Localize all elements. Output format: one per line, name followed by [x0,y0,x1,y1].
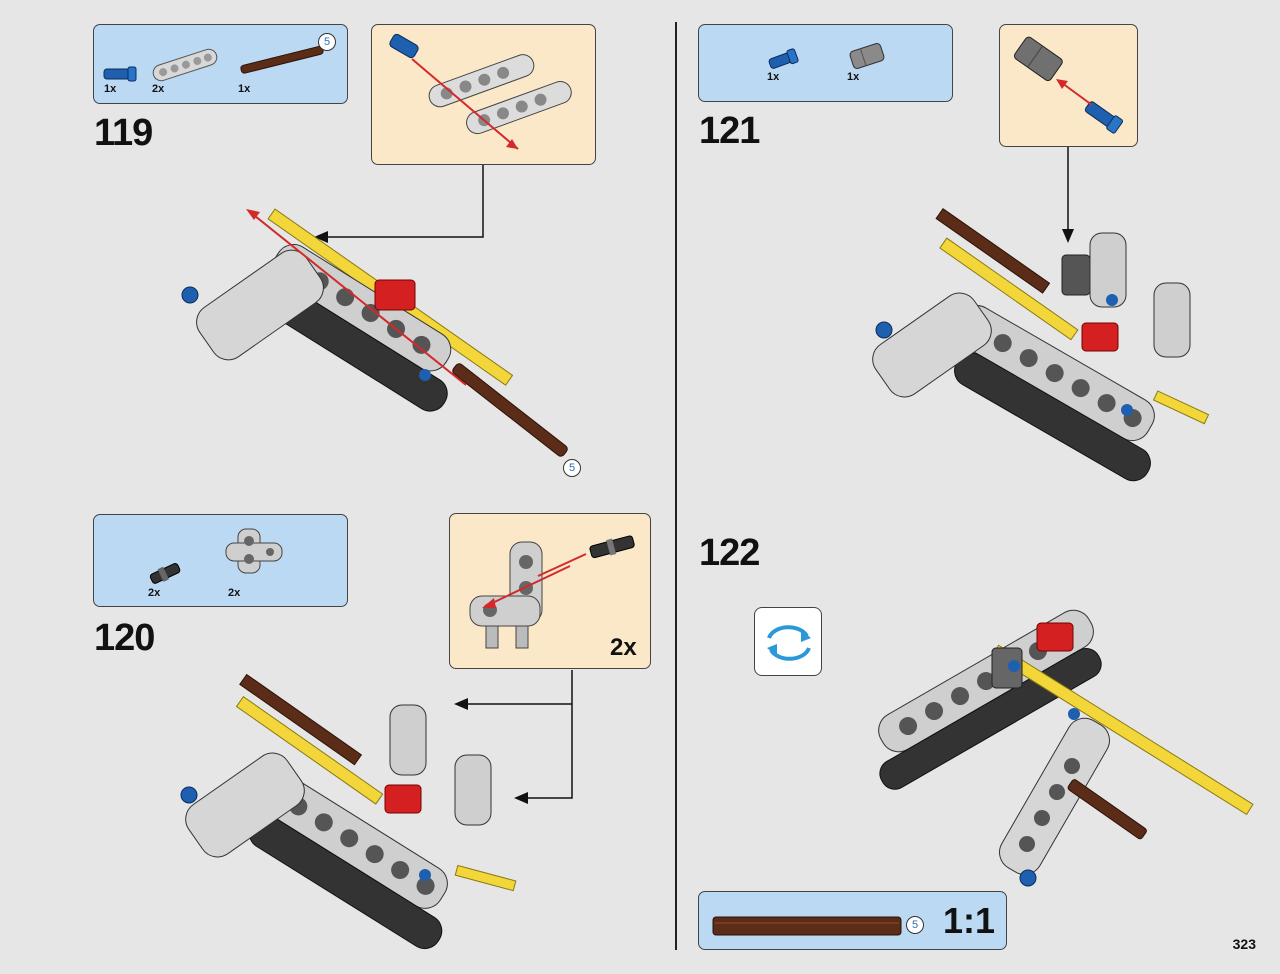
callout-leader-line-121 [1062,147,1074,243]
axle-length-badge: 5 [318,33,336,51]
part-qty: 2x [152,83,165,95]
column-divider [675,22,677,950]
black-connector-icon [149,563,181,584]
callout-assembly-illustration [1013,36,1124,134]
step-number: 121 [699,110,760,152]
step-number: 122 [699,532,760,574]
callout-box-120: 2x [449,513,651,669]
axle-length-badge: 5 [563,459,581,477]
axle-length-badge: 5 [906,916,924,934]
parts-box-120: 2x 2x [93,514,348,607]
multiplier-label: 2x [610,634,637,661]
step-number: 119 [94,112,153,154]
scale-label: 1:1 [943,900,996,941]
assembly-illustration-119 [181,208,568,457]
part-qty: 2x [148,587,161,599]
callout-leader-line-120 [454,670,573,804]
brown-axle-icon [240,45,324,74]
brown-axle-scale-icon [712,916,902,936]
assembly-illustration-121 [872,207,1210,482]
part-qty: 1x [238,83,251,95]
part-qty: 1x [767,71,780,83]
step-number: 120 [94,617,155,659]
dark-grey-connector-icon [849,43,885,69]
blue-pin-icon [768,48,799,69]
callout-leader-line-119 [314,165,484,243]
parts-box-119: 5 1x 2x 1x [93,24,348,104]
assembly-illustration-120 [180,673,517,950]
rotate-model-icon [754,607,822,676]
callout-assembly-illustration [469,535,635,649]
grey-beam-icon [152,48,218,82]
callout-assembly-illustration [389,33,572,150]
assembly-illustration-122 [878,609,1254,887]
blue-pin-icon [103,66,137,82]
grey-angle-connector-icon [225,528,283,574]
callout-box-121 [999,24,1138,147]
page-number: 323 [1232,936,1256,952]
part-qty: 1x [847,71,860,83]
parts-box-121: 1x 1x [698,24,953,102]
part-qty: 2x [228,587,241,599]
scale-reference-box: 5 1:1 [698,891,1007,950]
part-qty: 1x [104,83,117,95]
callout-box-119 [371,24,596,165]
